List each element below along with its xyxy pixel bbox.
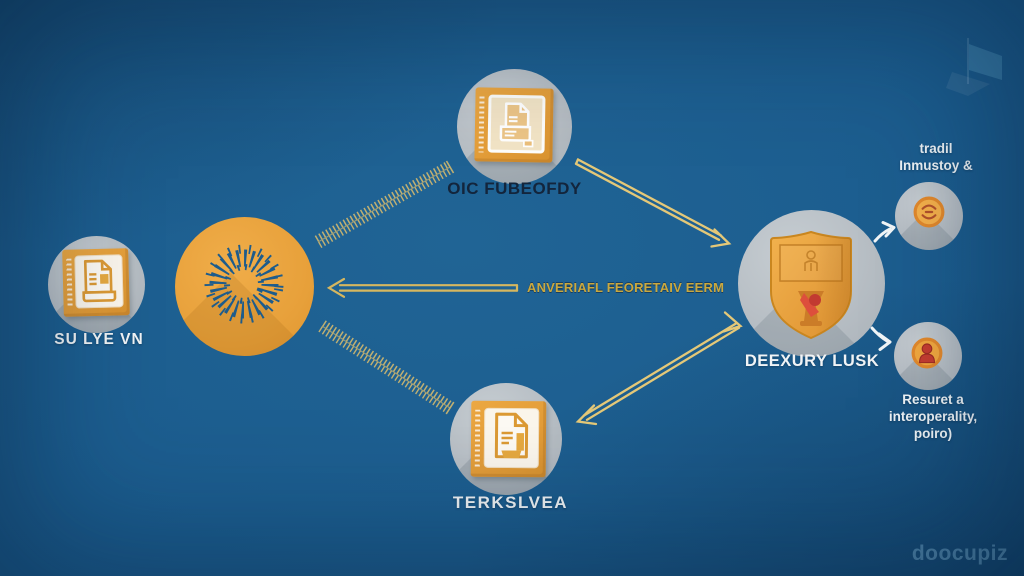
document-icon <box>483 407 540 469</box>
arrow-to-small-bottom <box>870 326 892 351</box>
source-node <box>48 236 145 333</box>
caption-line: Resuret a <box>902 392 964 407</box>
doc-top-tile <box>474 87 554 163</box>
connector-diag-bottom-arrow <box>575 311 743 426</box>
shield-label: DEEXURY LUSK <box>744 352 880 370</box>
tile-glyph-strip <box>474 409 481 468</box>
small-bottom-caption: Resuret a interoperality, poiro) <box>864 391 1002 442</box>
doc-bottom-label: TERKSLVEA <box>452 493 569 512</box>
source-label: SU LYE VN <box>54 331 144 348</box>
shield-node <box>738 210 885 357</box>
tile-glyph-strip <box>66 258 73 308</box>
document-icon <box>74 254 124 309</box>
doc-top-label: OIC FUBEOFDY <box>447 179 582 198</box>
small-top-node <box>895 182 963 250</box>
connector-ladder-bottom <box>318 320 455 415</box>
sunburst-icon <box>192 232 296 336</box>
connector-ladder-top <box>314 160 455 249</box>
caption-line: Inmustoy & <box>899 158 973 173</box>
small-top-caption: tradil Inmustoy & <box>877 140 995 174</box>
connector-mid-arrow <box>326 277 519 298</box>
hub-node <box>175 217 314 356</box>
connector-diag-top-arrow <box>574 158 732 248</box>
doc-bottom-node <box>450 383 562 495</box>
tile-glyph-strip <box>478 96 485 153</box>
caption-line: interoperality, <box>888 409 978 424</box>
seal-badge-icon <box>913 196 945 228</box>
doc-top-node <box>457 69 572 184</box>
mid-arrow-label: ANVERIAFL FEORETAIV EERM <box>527 280 725 295</box>
doc-bottom-tile <box>470 400 547 478</box>
arrow-to-small-top <box>873 221 896 243</box>
source-tile <box>62 248 130 317</box>
document-icon <box>487 94 546 154</box>
small-bottom-node <box>894 322 962 390</box>
caption-line: poiro) <box>913 426 953 441</box>
caption-line: tradil <box>919 141 953 156</box>
watermark: doocupiz <box>911 542 1008 565</box>
brand-logo-icon <box>946 38 1002 96</box>
person-badge-icon <box>911 337 943 369</box>
shield-icon <box>768 229 854 341</box>
